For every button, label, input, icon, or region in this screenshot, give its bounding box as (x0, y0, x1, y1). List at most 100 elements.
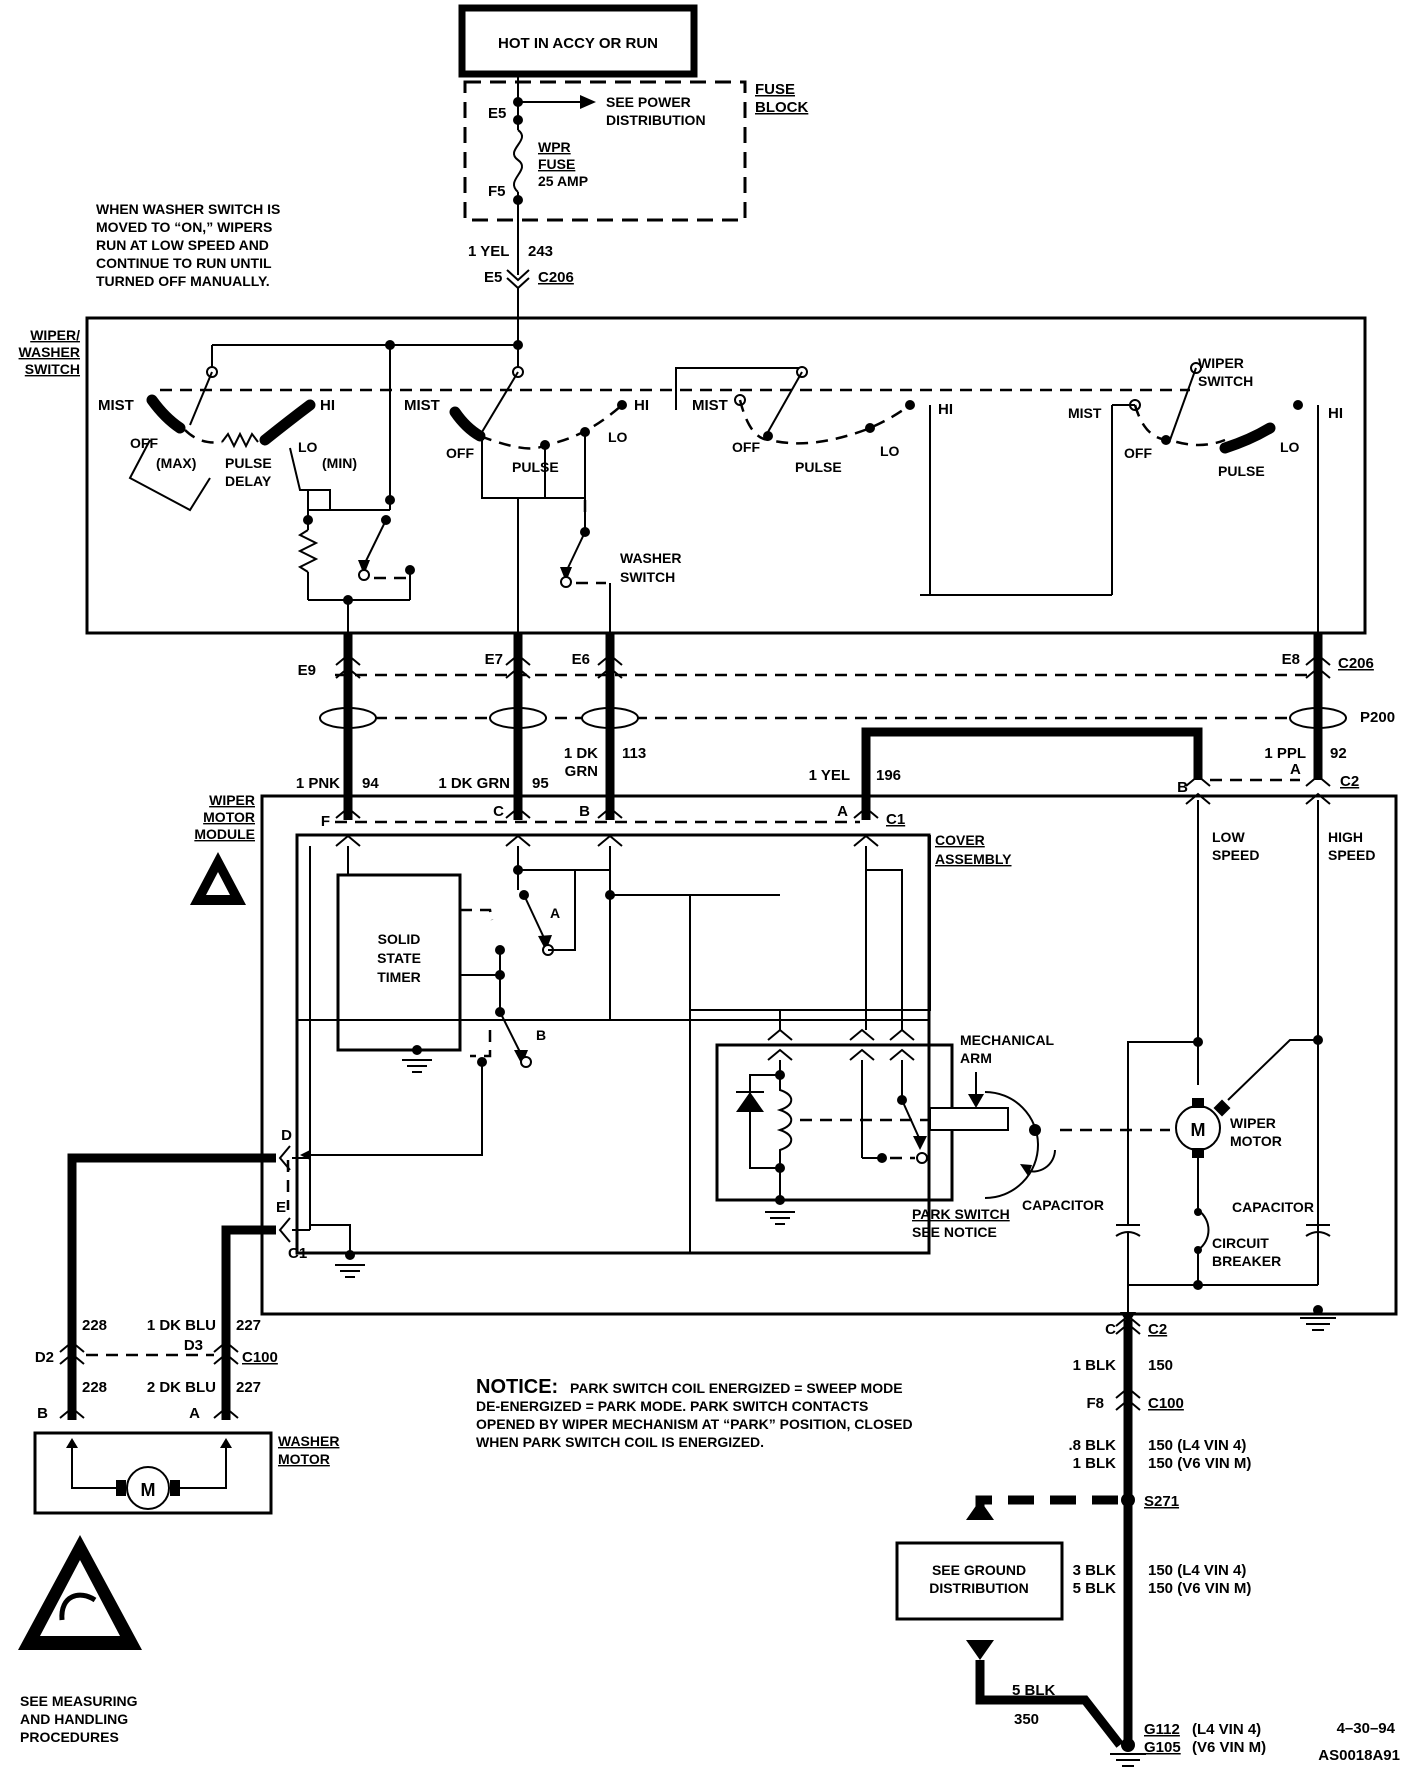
pin-a: A (837, 803, 848, 820)
ground-circuit: C C2 1 BLK 150 F8 C100 .8 BLK 150 (L4 VI… (895, 1314, 1266, 1767)
module-box (260, 794, 1398, 1316)
wiper-switch-2: SWITCH (1198, 373, 1253, 389)
wire-228 (67, 1153, 276, 1420)
note-line: CONTINUE TO RUN UNTIL (96, 255, 272, 271)
fuse-label-2: FUSE (538, 156, 575, 172)
pin-b: B (579, 803, 590, 820)
wire-94: 94 (362, 775, 379, 792)
notice-line-4: WHEN PARK SWITCH COIL IS ENERGIZED. (476, 1434, 764, 1450)
min-label: (MIN) (322, 455, 357, 471)
v6-a: 150 (V6 VIN M) (1148, 1455, 1251, 1472)
pin-a-washer: A (189, 1405, 200, 1422)
connector-icon (1115, 1314, 1141, 1411)
see-ground-1: SEE GROUND (932, 1562, 1026, 1578)
c-pin: C (1105, 1321, 1116, 1338)
relay-b: B (536, 1027, 546, 1043)
wire-dkgrn2-b: GRN (565, 763, 598, 780)
ground-icon (402, 1059, 432, 1073)
hot-label-box (458, 4, 698, 78)
blk-5: 5 BLK (1073, 1580, 1117, 1597)
pin-f: F (321, 813, 330, 830)
g105-label: G105 (1144, 1739, 1181, 1756)
wiper-motor-module: WIPER MOTOR MODULE F C B A C1 B A C2 (190, 761, 1398, 1331)
hi-1: HI (320, 397, 335, 414)
c1-left: C1 (288, 1245, 307, 1262)
ground-icon (335, 1264, 365, 1278)
washer-note: WHEN WASHER SWITCH IS MOVED TO “ON,” WIP… (96, 201, 280, 289)
switch-title-1: WIPER/ (30, 327, 80, 343)
lo-1: LO (298, 439, 318, 455)
esd-text-1: SEE MEASURING (20, 1693, 138, 1709)
connector-icon (1185, 774, 1331, 805)
lo-4: LO (1280, 439, 1300, 455)
washer-switch-1: WASHER (620, 550, 681, 566)
blk-1: 1 BLK (1073, 1357, 1117, 1374)
power-section: HOT IN ACCY OR RUN FUSE BLOCK E5 SEE POW… (458, 4, 808, 290)
w227-b: 227 (236, 1379, 261, 1396)
e5-connector: E5 (484, 269, 502, 286)
mist-1: MIST (98, 397, 134, 414)
off-1: OFF (130, 435, 158, 451)
e8-label: E8 (1282, 651, 1300, 668)
wire-243-color: 1 YEL (468, 243, 509, 260)
l4-a: 150 (L4 VIN 4) (1148, 1437, 1246, 1454)
hi-4: HI (1328, 405, 1343, 422)
pin-e: E (276, 1199, 286, 1216)
hot-label: HOT IN ACCY OR RUN (498, 35, 658, 52)
timer-3: TIMER (377, 969, 421, 985)
capacitor-icon (1305, 1231, 1331, 1237)
wiper-motor-1: WIPER (1230, 1115, 1276, 1131)
note-line: MOVED TO “ON,” WIPERS (96, 219, 272, 235)
washer-motor-1: WASHER (278, 1433, 339, 1449)
off-3: OFF (732, 439, 760, 455)
fuse-label-1: WPR (538, 139, 571, 155)
breaker-1: CIRCUIT (1212, 1235, 1269, 1251)
mech-arm-1: MECHANICAL (960, 1032, 1055, 1048)
wire-pnk: 1 PNK (296, 775, 340, 792)
notice-line-2: DE-ENERGIZED = PARK MODE. PARK SWITCH CO… (476, 1398, 868, 1414)
see-ground-box (895, 1541, 1064, 1621)
off-2: OFF (446, 445, 474, 461)
ground-icon (1110, 1753, 1146, 1767)
timer-1: SOLID (378, 931, 421, 947)
wire-350 (975, 1660, 1124, 1748)
circuit-breaker-icon (1197, 1209, 1210, 1251)
e5-label: E5 (488, 105, 506, 122)
wire-196-route (861, 727, 1203, 820)
p200-label: P200 (1360, 709, 1395, 726)
cover-label-2: ASSEMBLY (935, 851, 1012, 867)
pin-a2: A (1290, 761, 1301, 778)
capacitor-label-1: CAPACITOR (1022, 1197, 1104, 1213)
lo-3: LO (880, 443, 900, 459)
diode-icon (736, 1092, 764, 1112)
esd-text-3: PROCEDURES (20, 1729, 119, 1745)
wiper-switch-1: WIPER (1198, 355, 1244, 371)
wiper-blade-off (449, 406, 486, 442)
p200-connector-icon (319, 707, 1347, 729)
low-speed-2: SPEED (1212, 847, 1259, 863)
wire-92: 92 (1330, 745, 1347, 762)
pulse-label-3: PULSE (795, 459, 842, 475)
dkblu-2: 2 DK BLU (147, 1379, 216, 1396)
washer-motor-box (33, 1431, 273, 1515)
blk-08: .8 BLK (1068, 1437, 1116, 1454)
see-ground-2: DISTRIBUTION (929, 1580, 1029, 1596)
washer-motor-circuit: 228 1 DK BLU 227 D2 D3 C100 228 2 DK BLU… (18, 1153, 339, 1745)
e9-label: E9 (298, 662, 316, 679)
note-line: RUN AT LOW SPEED AND (96, 237, 269, 253)
wire-150a: 150 (1148, 1357, 1173, 1374)
wire-dkgrn: 1 DK GRN (438, 775, 510, 792)
wire-113: 113 (622, 745, 646, 762)
v6-b: 150 (V6 VIN M) (1148, 1580, 1251, 1597)
module-title-1: WIPER (209, 792, 255, 808)
f5-label: F5 (488, 183, 506, 200)
notice-line-3: OPENED BY WIPER MECHANISM AT “PARK” POSI… (476, 1416, 913, 1432)
ground-jumper (975, 1495, 1118, 1520)
ground-icon (1300, 1317, 1336, 1331)
fuse-block-label-2: BLOCK (755, 99, 808, 116)
w228-b: 228 (82, 1379, 107, 1396)
washer-motor-2: MOTOR (278, 1451, 330, 1467)
pin-b2: B (1177, 779, 1188, 796)
module-title-2: MOTOR (203, 809, 255, 825)
high-speed-2: SPEED (1328, 847, 1375, 863)
